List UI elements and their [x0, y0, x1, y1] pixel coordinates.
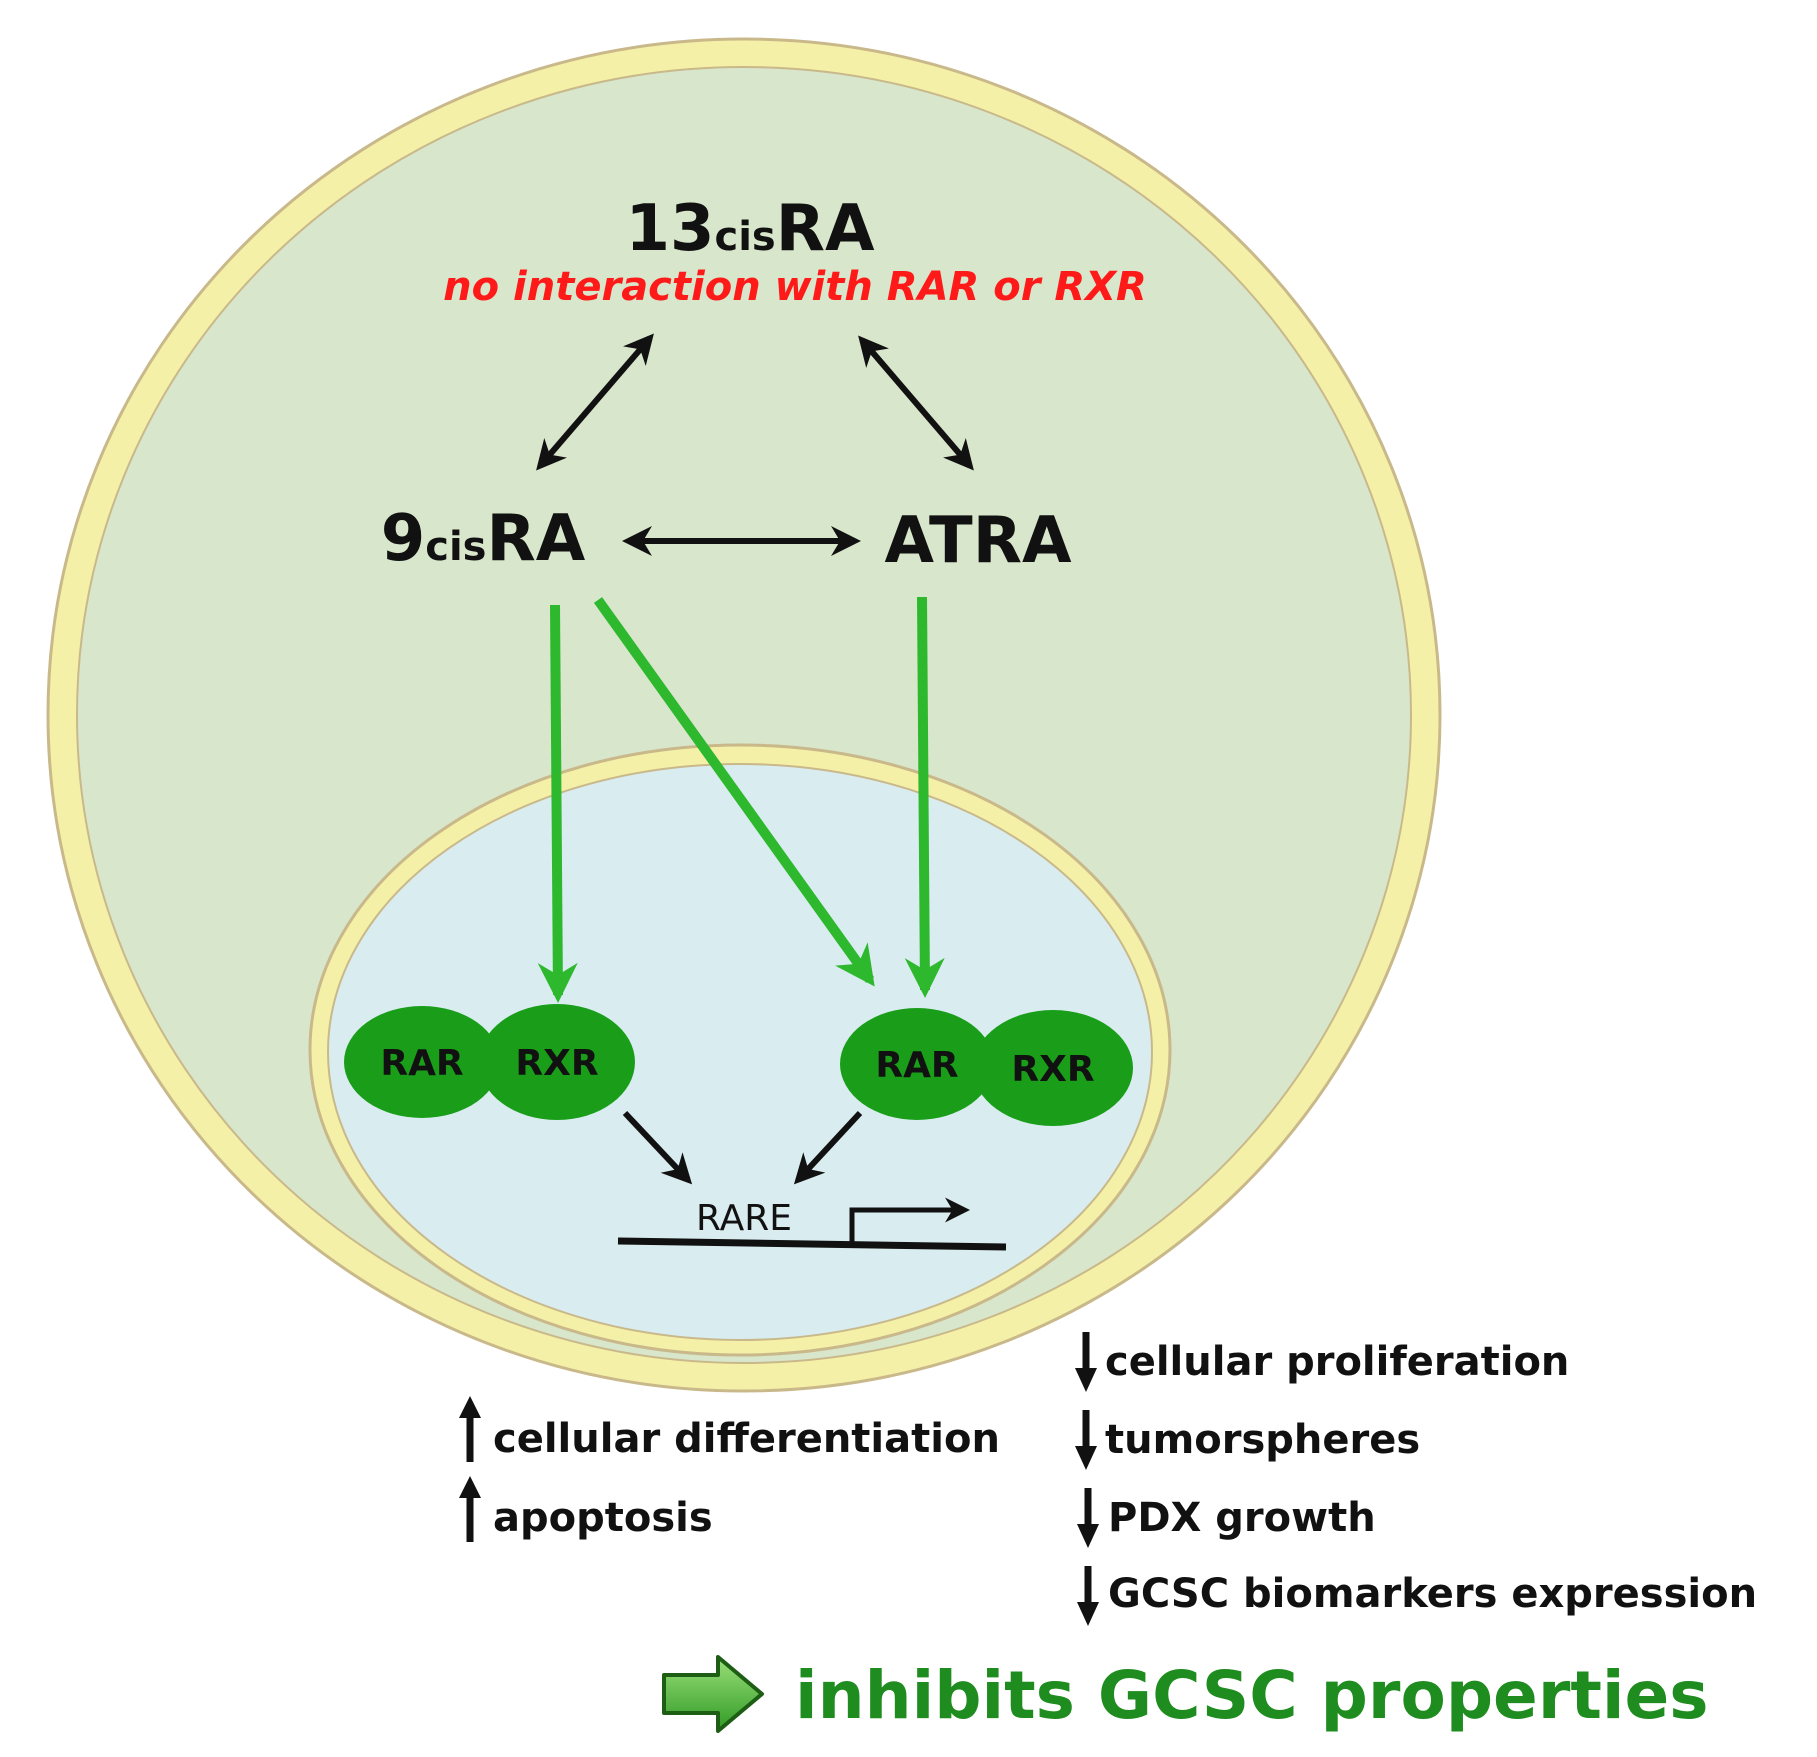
left-rxr-label: RXR	[515, 1043, 598, 1084]
effect-down-item: cellular proliferation	[1075, 1332, 1569, 1392]
right-rar-blob	[840, 1008, 994, 1120]
up-arrow-icon	[459, 1476, 481, 1542]
rare-label: RARE	[696, 1198, 792, 1239]
drug-9cisra: 9cisRA	[381, 502, 586, 576]
promoter-arrow	[849, 1197, 970, 1243]
summary-text: inhibits GCSC properties	[795, 1657, 1709, 1734]
green-arrow-atra-to-right-rar	[904, 596, 945, 998]
svg-text:cellular differentiation: cellular differentiation	[493, 1416, 1000, 1462]
left-rxr-blob	[479, 1004, 635, 1120]
effect-down-item: PDX growth	[1077, 1488, 1376, 1548]
effects-down: cellular proliferation tumorspheres PDX …	[1075, 1332, 1757, 1626]
effect-up-item: cellular differentiation	[459, 1396, 1000, 1462]
dna-strand	[617, 1237, 1007, 1251]
effects-up: cellular differentiation apoptosis	[459, 1396, 1000, 1542]
svg-text:PDX growth: PDX growth	[1108, 1495, 1376, 1541]
down-arrow-icon	[1075, 1410, 1097, 1470]
arrow-left-pair-to-rare	[622, 1110, 693, 1185]
effect-down-item: GCSC biomarkers expression	[1077, 1566, 1757, 1626]
left-rar-blob	[344, 1006, 500, 1118]
effect-down-item: tumorspheres	[1075, 1410, 1420, 1470]
summary: inhibits GCSC properties	[662, 1655, 1709, 1734]
drug-13cisra: 13cisRA	[625, 192, 875, 266]
drug-atra: ATRA	[884, 504, 1072, 578]
svg-text:apoptosis: apoptosis	[493, 1495, 713, 1541]
up-arrow-icon	[459, 1396, 481, 1462]
receptor-pair-left: RAR RXR	[344, 1004, 635, 1120]
green-arrow-9cis-to-left-rxr	[537, 604, 578, 1003]
right-rxr-label: RXR	[1011, 1049, 1094, 1090]
svg-text:GCSC biomarkers expression: GCSC biomarkers expression	[1108, 1571, 1757, 1617]
green-arrow-9cis-to-right-rar	[593, 597, 875, 987]
down-arrow-icon	[1077, 1488, 1099, 1548]
down-arrow-icon	[1075, 1332, 1097, 1392]
no-interaction-note: no interaction with RAR or RXR	[443, 264, 1147, 310]
down-arrow-icon	[1077, 1566, 1099, 1626]
svg-text:tumorspheres: tumorspheres	[1105, 1417, 1420, 1463]
right-rar-label: RAR	[875, 1045, 958, 1086]
left-rar-label: RAR	[380, 1043, 463, 1084]
arrow-right-pair-to-rare	[793, 1110, 863, 1185]
effect-up-item: apoptosis	[459, 1476, 713, 1542]
receptor-pair-right: RAR RXR	[840, 1008, 1133, 1126]
arrow-13cis-9cis	[536, 333, 654, 471]
svg-text:cellular proliferation: cellular proliferation	[1105, 1339, 1569, 1385]
nucleus	[327, 763, 1153, 1341]
block-arrow-icon	[662, 1655, 764, 1733]
right-rxr-blob	[973, 1010, 1133, 1126]
arrow-13cis-atra	[858, 335, 974, 471]
